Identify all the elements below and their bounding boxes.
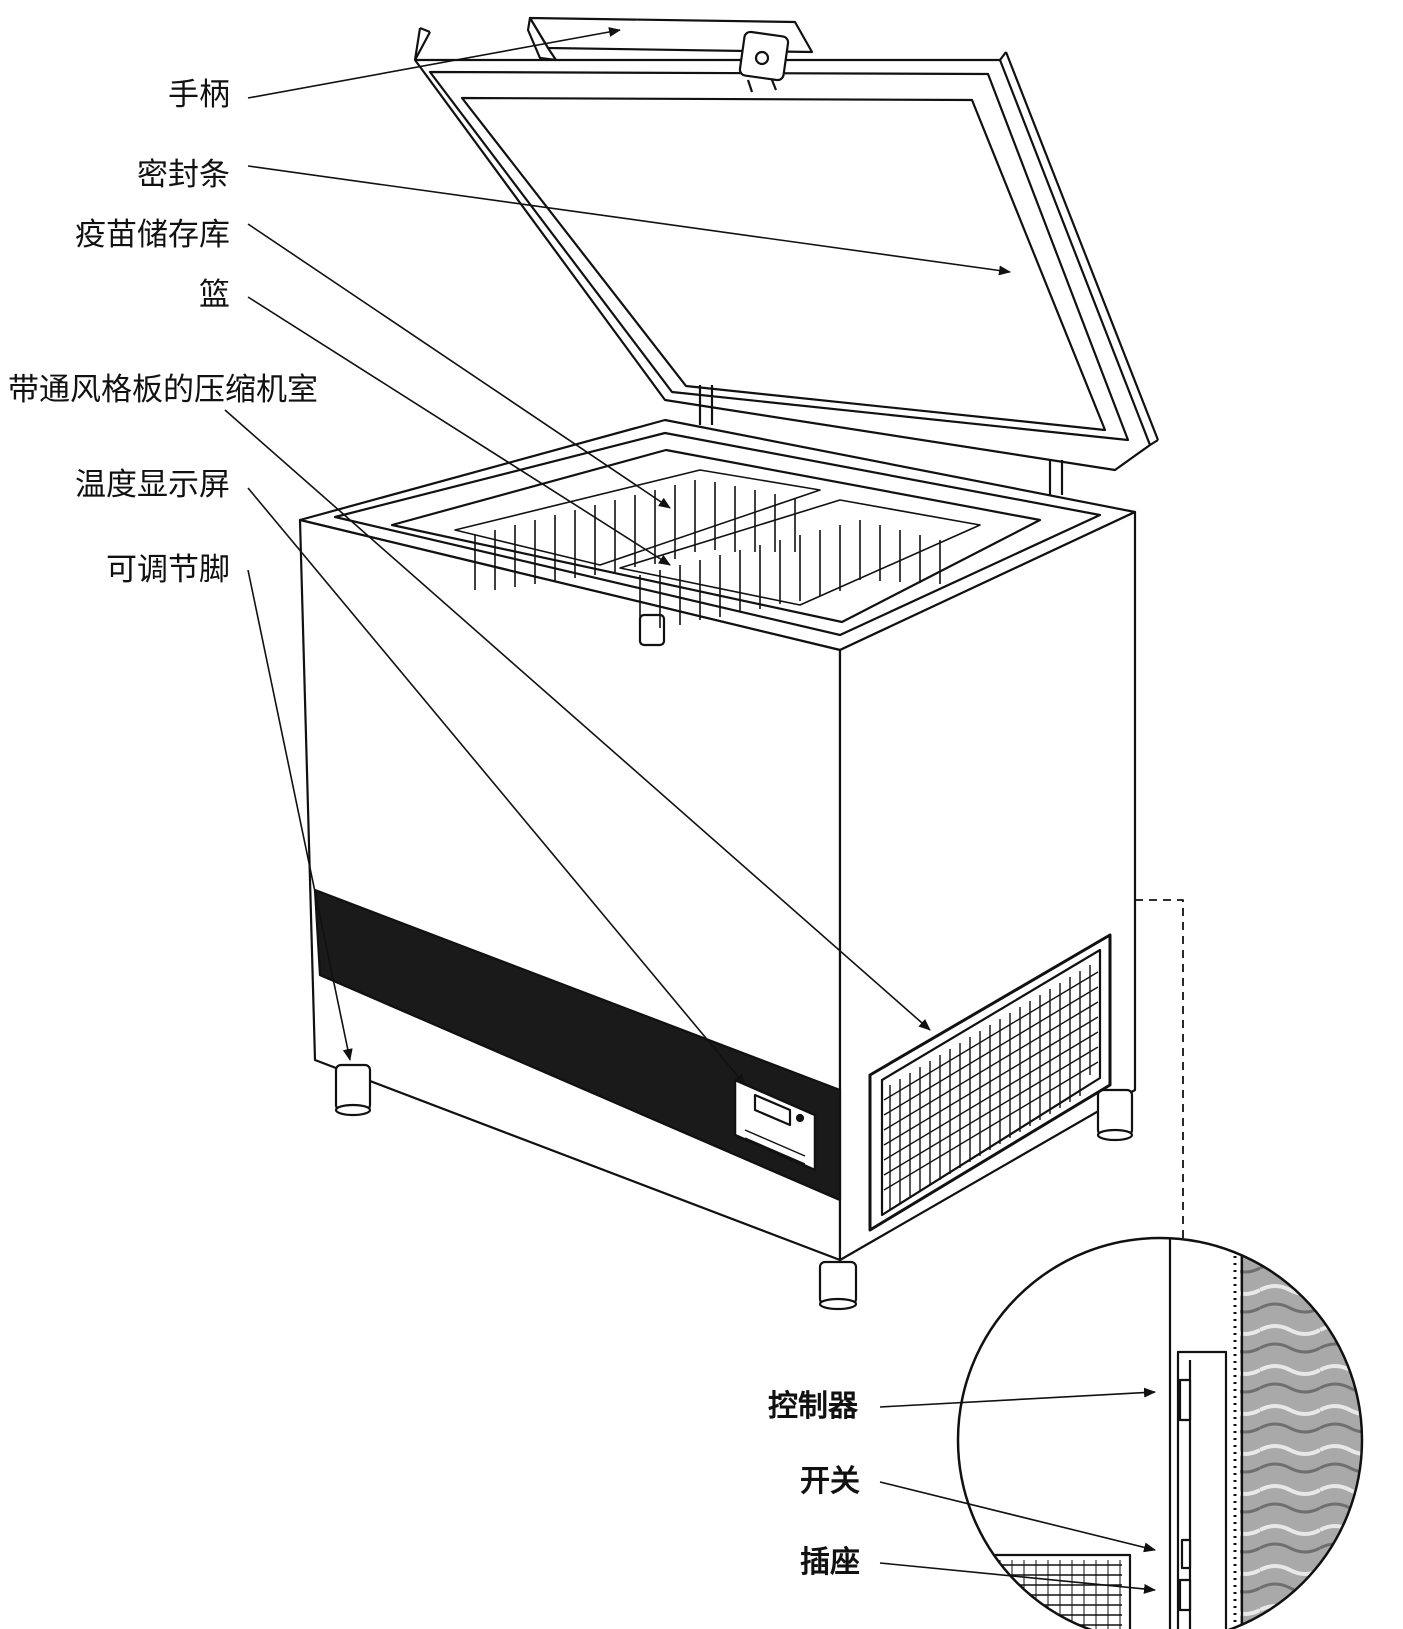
arrow-icon [247, 296, 671, 566]
label-compressor-room: 带通风格板的压缩机室 [8, 372, 318, 408]
handle-bar [414, 16, 814, 93]
arrow-icon [224, 409, 931, 1031]
inset-connector [1135, 899, 1184, 1290]
label-switch: 开关 [800, 1464, 860, 1499]
display-panel-icon [733, 1078, 817, 1172]
arrow-icon [247, 569, 353, 1061]
vent-slats [883, 965, 1099, 1210]
label-controller: 控制器 [768, 1389, 858, 1424]
arrow-icon [879, 1387, 1156, 1408]
label-basket: 篮 [199, 277, 230, 313]
label-temp-display: 温度显示屏 [75, 467, 230, 503]
lid [413, 27, 1160, 495]
arrow-icon [879, 1481, 1156, 1553]
arrow-icon [879, 1562, 1156, 1594]
label-handle: 手柄 [168, 77, 230, 113]
arrow-icon [247, 487, 746, 1086]
arrow-icon [247, 27, 621, 99]
label-vaccine-store: 疫苗储存库 [75, 217, 230, 253]
arrow-icon [247, 165, 1011, 276]
baskets [454, 469, 981, 630]
freezer-body [298, 418, 1137, 1311]
label-adjustable-feet: 可调节脚 [106, 552, 230, 588]
arrow-icon [247, 223, 671, 509]
label-socket: 插座 [800, 1545, 860, 1580]
label-seal: 密封条 [137, 157, 230, 193]
